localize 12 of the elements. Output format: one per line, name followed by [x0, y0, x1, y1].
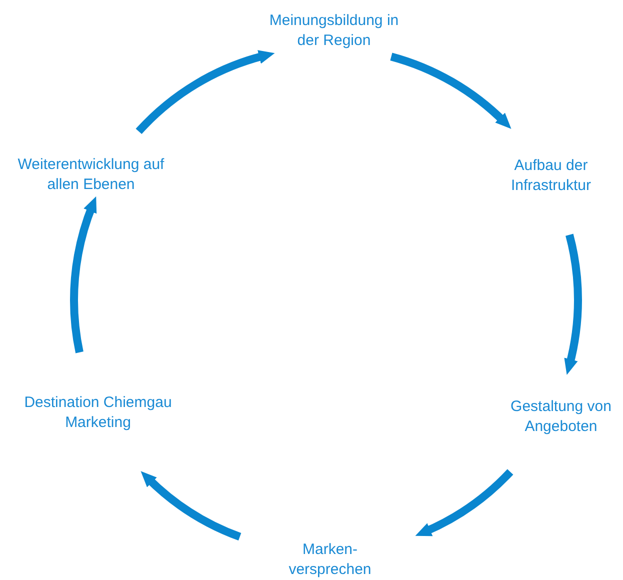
- step-label: Gestaltung von Angeboten: [491, 397, 623, 437]
- curved-arrow: [136, 50, 275, 134]
- step-label: Weiterentwicklung auf allen Ebenen: [8, 155, 174, 195]
- step-label: Destination Chiemgau Marketing: [0, 393, 198, 433]
- step-label: Marken- versprechen: [285, 540, 375, 580]
- curved-arrow: [564, 234, 582, 375]
- step-label: Aufbau der Infrastruktur: [486, 156, 616, 196]
- curved-arrow: [390, 52, 512, 128]
- curved-arrow: [70, 196, 98, 353]
- curved-arrow: [140, 472, 242, 540]
- step-label: Meinungsbildung in der Region: [259, 11, 409, 51]
- curved-arrow: [415, 468, 514, 536]
